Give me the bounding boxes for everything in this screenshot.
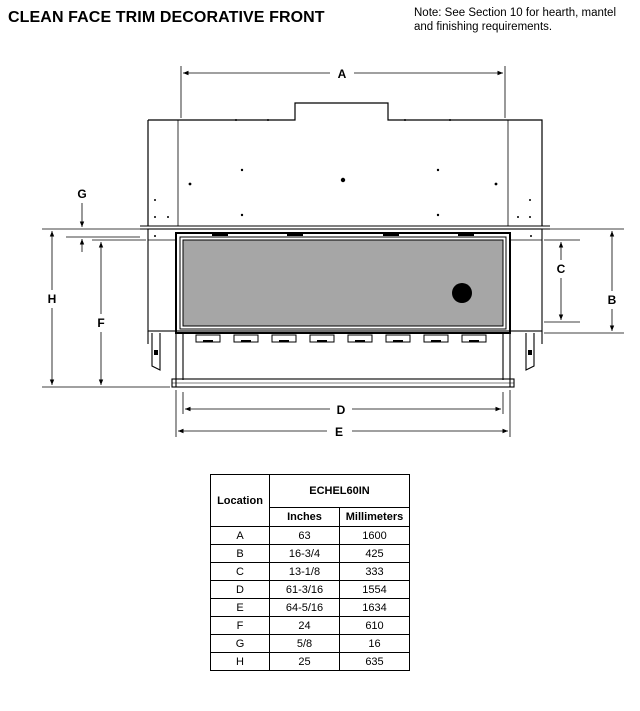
millimeters-cell: 1600 <box>339 526 410 545</box>
location-cell: F <box>210 616 270 635</box>
millimeters-cell: 16 <box>339 634 410 653</box>
location-cell: C <box>210 562 270 581</box>
inches-cell: 25 <box>269 652 340 671</box>
dimension-b <box>544 228 624 334</box>
bottom-louvres <box>195 334 487 343</box>
millimeters-cell: 635 <box>339 652 410 671</box>
dimension-label-a: A <box>338 67 347 81</box>
burner-dot <box>452 283 472 303</box>
inches-cell: 61-3/16 <box>269 580 340 599</box>
inches-cell: 24 <box>269 616 340 635</box>
millimeters-cell: 610 <box>339 616 410 635</box>
location-cell: E <box>210 598 270 617</box>
dimension-label-g: G <box>77 187 86 201</box>
dimension-label-e: E <box>335 425 343 439</box>
dimension-h <box>42 228 170 388</box>
note-line-2: and finishing requirements. <box>414 21 553 33</box>
inches-cell: 63 <box>269 526 340 545</box>
fireplace-lower-body <box>147 331 543 388</box>
inches-cell: 64-5/16 <box>269 598 340 617</box>
dimension-label-c: C <box>557 262 566 276</box>
location-cell: G <box>210 634 270 653</box>
millimeters-cell: 333 <box>339 562 410 581</box>
model-header: ECHEL60IN <box>269 474 410 508</box>
inches-cell: 16-3/4 <box>269 544 340 563</box>
dimension-e <box>175 390 511 437</box>
location-cell: A <box>210 526 270 545</box>
louvre-marks <box>203 340 479 342</box>
page-title: CLEAN FACE TRIM DECORATIVE FRONT <box>8 9 325 26</box>
trim-frame <box>147 228 543 334</box>
millimeters-cell: 425 <box>339 544 410 563</box>
finishing-note: Note: See Section 10 for hearth, mantel … <box>414 6 640 34</box>
side-bracket-marks <box>154 235 532 355</box>
top-latches <box>212 233 474 236</box>
dimension-c <box>544 239 580 323</box>
dimension-a <box>180 66 506 118</box>
inches-cell: 5/8 <box>269 634 340 653</box>
dimension-d <box>182 392 504 414</box>
note-line-1: Note: See Section 10 for hearth, mantel <box>414 7 617 19</box>
upper-body-rivets <box>154 119 531 218</box>
millimeters-cell: 1554 <box>339 580 410 599</box>
location-cell: B <box>210 544 270 563</box>
dimension-g <box>66 203 140 252</box>
dimension-label-b: B <box>608 293 617 307</box>
dimension-f <box>92 239 146 385</box>
inches-cell: 13-1/8 <box>269 562 340 581</box>
dimension-label-h: H <box>48 292 57 306</box>
inches-header: Inches <box>269 507 340 527</box>
location-header: Location <box>210 474 270 527</box>
location-cell: D <box>210 580 270 599</box>
millimeters-cell: 1634 <box>339 598 410 617</box>
glass-panel <box>182 239 504 327</box>
millimeters-header: Millimeters <box>339 507 410 527</box>
dimension-label-f: F <box>97 316 104 330</box>
fireplace-upper-body <box>140 102 550 230</box>
location-cell: H <box>210 652 270 671</box>
dimension-label-d: D <box>337 403 346 417</box>
